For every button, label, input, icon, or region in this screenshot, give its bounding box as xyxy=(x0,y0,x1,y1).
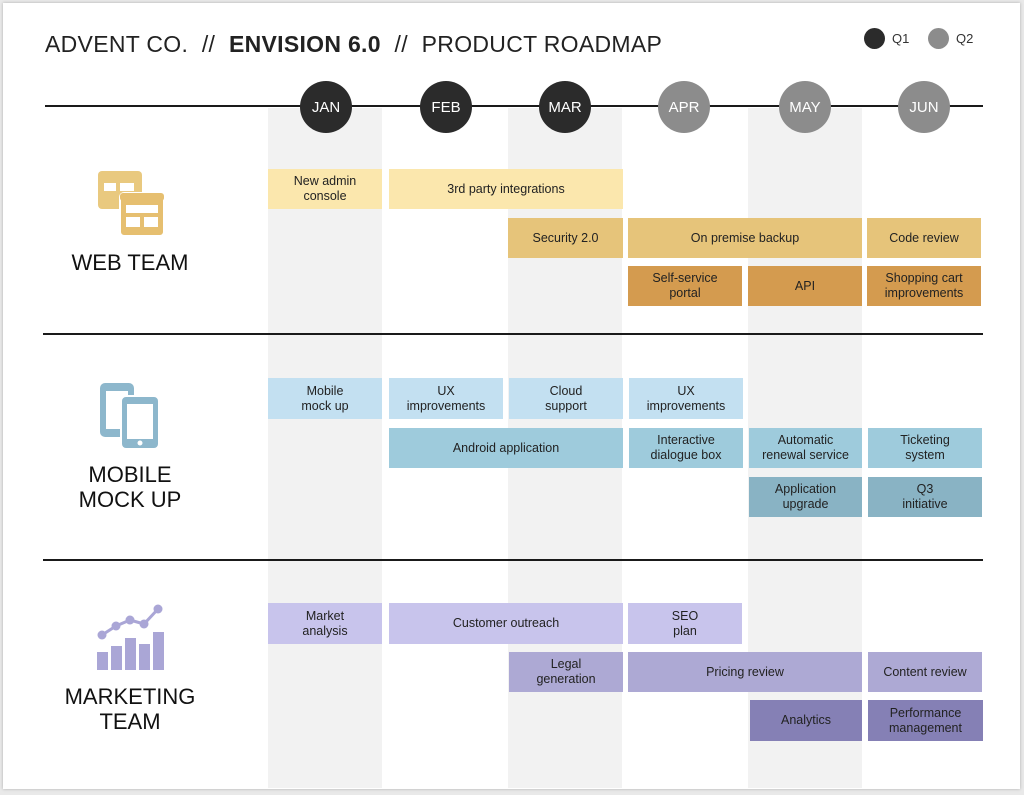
month-feb: FEB xyxy=(420,81,472,133)
legend-q1-label: Q1 xyxy=(892,31,910,46)
task-self-service-portal[interactable]: Self-service portal xyxy=(628,266,742,306)
task-mobile-mock-up[interactable]: Mobile mock up xyxy=(268,378,382,419)
task-application-upgrade[interactable]: Application upgrade xyxy=(749,477,862,517)
task-api[interactable]: API xyxy=(748,266,862,306)
legend-q2-label: Q2 xyxy=(956,31,974,46)
task-ticketing-system[interactable]: Ticketing system xyxy=(868,428,982,468)
task-on-premise-backup[interactable]: On premise backup xyxy=(628,218,862,258)
task-android-application[interactable]: Android application xyxy=(389,428,623,468)
task-cloud-support[interactable]: Cloud support xyxy=(509,378,623,419)
section-divider xyxy=(43,333,983,335)
company-name: ADVENT CO. xyxy=(45,31,189,57)
task-seo-plan[interactable]: SEO plan xyxy=(628,603,742,644)
month-jun: JUN xyxy=(898,81,950,133)
month-apr: APR xyxy=(658,81,710,133)
month-may: MAY xyxy=(779,81,831,133)
task-new-admin-console[interactable]: New admin console xyxy=(268,169,382,209)
jan-column-stripe xyxy=(268,108,382,788)
team-label-web: WEB TEAM xyxy=(71,250,189,275)
month-mar: MAR xyxy=(539,81,591,133)
task-interactive-dialogue-box[interactable]: Interactive dialogue box xyxy=(629,428,743,468)
mobile-devices-icon xyxy=(100,383,160,450)
page-title: ADVENT CO. // ENVISION 6.0 // PRODUCT RO… xyxy=(45,31,662,58)
title-separator: // xyxy=(201,31,216,57)
task-performance-management[interactable]: Performance management xyxy=(868,700,983,741)
product-name: ENVISION 6.0 xyxy=(228,31,381,57)
team-label-marketing: MARKETING TEAM xyxy=(64,684,196,734)
task-3rd-party-integrations[interactable]: 3rd party integrations xyxy=(389,169,623,209)
title-separator: // xyxy=(394,31,408,57)
task-pricing-review[interactable]: Pricing review xyxy=(628,652,862,692)
task-security-2[interactable]: Security 2.0 xyxy=(508,218,623,258)
task-market-analysis[interactable]: Market analysis xyxy=(268,603,382,644)
task-q3-initiative[interactable]: Q3 initiative xyxy=(868,477,982,517)
web-windows-icon xyxy=(98,171,165,237)
task-shopping-cart-improvements[interactable]: Shopping cart improvements xyxy=(867,266,981,306)
task-customer-outreach[interactable]: Customer outreach xyxy=(389,603,623,644)
task-automatic-renewal-service[interactable]: Automatic renewal service xyxy=(749,428,862,468)
legend-q1: Q1 xyxy=(864,28,909,49)
task-analytics[interactable]: Analytics xyxy=(750,700,862,741)
team-label-mobile: MOBILE MOCK UP xyxy=(78,462,182,512)
legend-q2: Q2 xyxy=(928,28,973,49)
task-ux-improvements-apr[interactable]: UX improvements xyxy=(629,378,743,419)
section-divider xyxy=(43,559,983,561)
task-code-review[interactable]: Code review xyxy=(867,218,981,258)
roadmap-subtitle: PRODUCT ROADMAP xyxy=(421,31,663,57)
growth-chart-icon xyxy=(97,604,164,670)
task-ux-improvements-feb[interactable]: UX improvements xyxy=(389,378,503,419)
month-jan: JAN xyxy=(300,81,352,133)
task-content-review[interactable]: Content review xyxy=(868,652,982,692)
timeline-line xyxy=(45,105,983,107)
task-legal-generation[interactable]: Legal generation xyxy=(509,652,623,692)
legend-q1-dot xyxy=(864,28,885,49)
legend-q2-dot xyxy=(928,28,949,49)
